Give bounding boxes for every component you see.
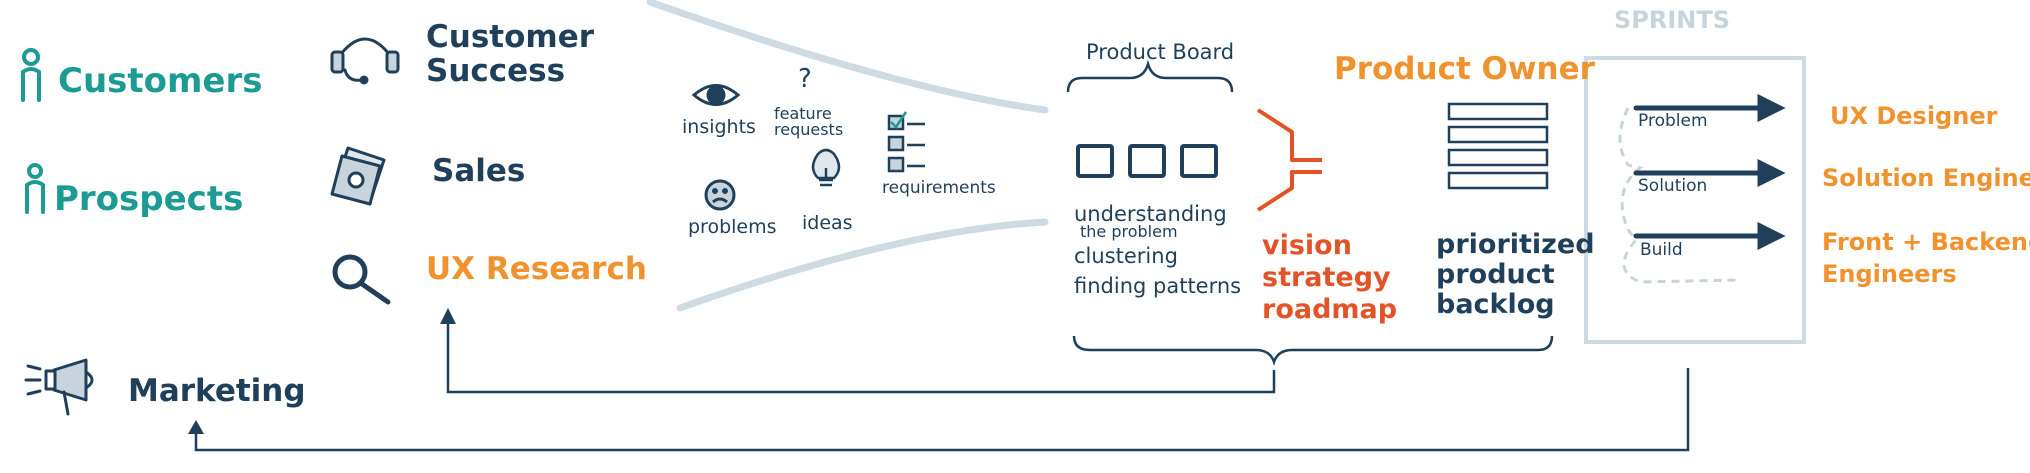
checklist-icon — [887, 111, 925, 173]
sprints-title: SPRINTS — [1614, 6, 1731, 34]
role-solution-engineer: Solution Engineer — [1822, 164, 2030, 192]
question-mark-icon: ? — [798, 64, 812, 94]
backlog-backlog: backlog — [1436, 289, 1555, 320]
sad-face-icon — [704, 179, 736, 211]
feature-requests-label-line2: requests — [774, 120, 844, 139]
sprints-box — [1584, 56, 1806, 344]
eye-icon — [691, 84, 741, 106]
sprint-phase-problem: Problem — [1638, 111, 1708, 131]
problems-label: problems — [688, 216, 777, 238]
customers-label: Customers — [58, 61, 263, 101]
magnifier-icon — [332, 254, 391, 305]
backlog-prioritized: prioritized — [1436, 229, 1595, 260]
money-icon — [330, 146, 386, 206]
ideas-label: ideas — [802, 212, 853, 234]
board-step-finding-patterns: finding patterns — [1074, 274, 1242, 298]
requirements-label: requirements — [882, 178, 996, 198]
sprints-flow-path — [1618, 107, 1741, 284]
role-ux-designer: UX Designer — [1830, 102, 1998, 130]
customer-success-label-line2: Success — [426, 53, 566, 89]
insights-label: insights — [682, 116, 756, 138]
headset-icon — [330, 37, 400, 85]
board-squares — [1076, 144, 1218, 178]
output-roadmap: roadmap — [1262, 294, 1398, 325]
sprint-phase-build: Build — [1640, 240, 1683, 260]
bottom-brace — [1072, 335, 1554, 366]
sales-label: Sales — [432, 153, 526, 189]
product-board-brace — [1066, 59, 1234, 93]
prospects-icon — [25, 163, 45, 214]
feedback-arrowhead-marketing — [188, 420, 204, 434]
prospects-label: Prospects — [54, 179, 244, 219]
product-board-title: Product Board — [1086, 40, 1235, 64]
feedback-arrowhead-ux-research — [440, 308, 456, 324]
ux-research-label: UX Research — [426, 251, 647, 287]
strategy-bracket — [1256, 108, 1322, 212]
role-engineers-line2: Engineers — [1822, 260, 1957, 288]
board-step-the-problem: the problem — [1080, 222, 1178, 241]
megaphone-icon — [24, 358, 94, 416]
funnel-bottom-line — [676, 218, 1049, 312]
board-step-understanding: understanding — [1074, 202, 1227, 226]
customers-icon — [21, 48, 41, 102]
board-step-clustering: clustering — [1074, 244, 1178, 268]
funnel-top-line — [646, 0, 1049, 114]
lightbulb-icon — [811, 148, 841, 187]
role-engineers-line1: Front + Backend — [1822, 228, 2030, 256]
output-strategy: strategy — [1262, 262, 1391, 293]
backlog-product: product — [1436, 259, 1555, 290]
feedback-line-marketing — [194, 368, 1690, 452]
output-vision: vision — [1262, 230, 1352, 261]
feature-requests-label-line1: feature — [774, 104, 832, 123]
sprint-arrows — [1633, 93, 1786, 251]
marketing-label: Marketing — [128, 373, 306, 409]
sprint-phase-solution: Solution — [1638, 176, 1708, 196]
customer-success-label-line1: Customer — [426, 19, 595, 55]
product-owner-title: Product Owner — [1334, 51, 1595, 87]
feedback-line-ux-research — [446, 318, 1276, 394]
backlog-stack-icon — [1447, 102, 1549, 190]
